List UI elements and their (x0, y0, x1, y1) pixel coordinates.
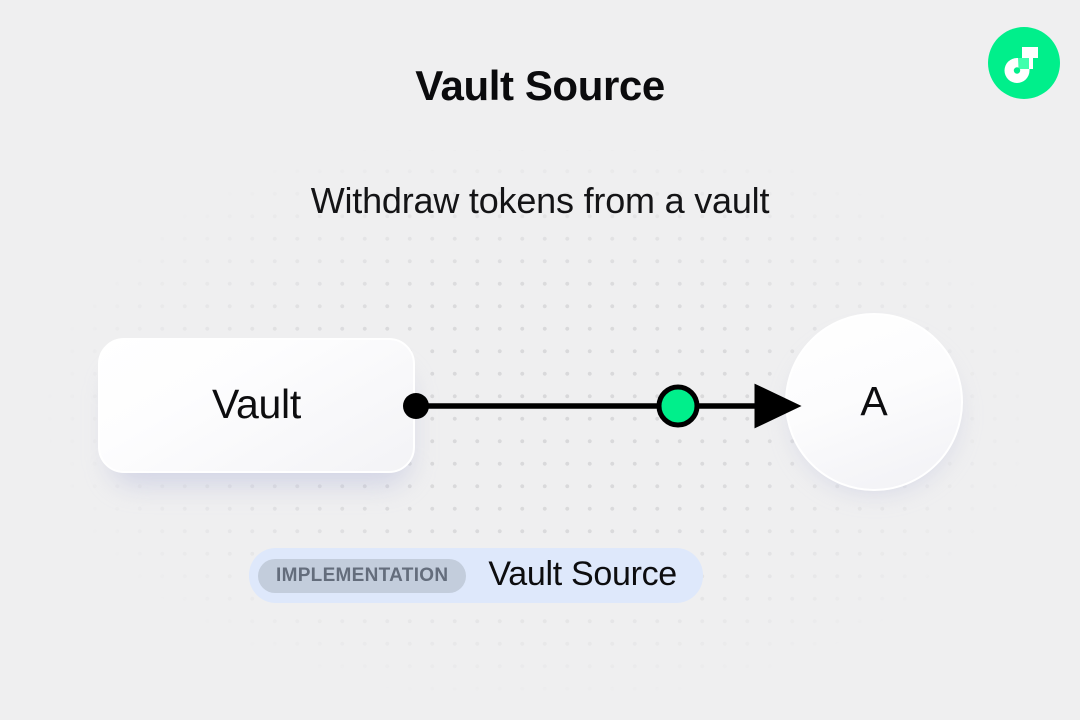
flow-logo-icon (988, 27, 1060, 99)
implementation-badge[interactable]: IMPLEMENTATION Vault Source (249, 548, 703, 603)
page-title: Vault Source (415, 62, 665, 109)
node-a-label: A (860, 377, 888, 424)
implementation-name-label: Vault Source (488, 555, 677, 593)
page-subtitle: Withdraw tokens from a vault (310, 180, 770, 221)
flow-logo (988, 27, 1060, 99)
node-vault-label: Vault (212, 381, 301, 427)
implementation-tag-label: IMPLEMENTATION (258, 558, 467, 593)
edge-source-handle[interactable] (403, 393, 429, 419)
edge-midpoint-handle[interactable] (656, 384, 700, 428)
node-vault[interactable]: Vault (98, 338, 415, 473)
node-a[interactable]: A (785, 313, 963, 491)
